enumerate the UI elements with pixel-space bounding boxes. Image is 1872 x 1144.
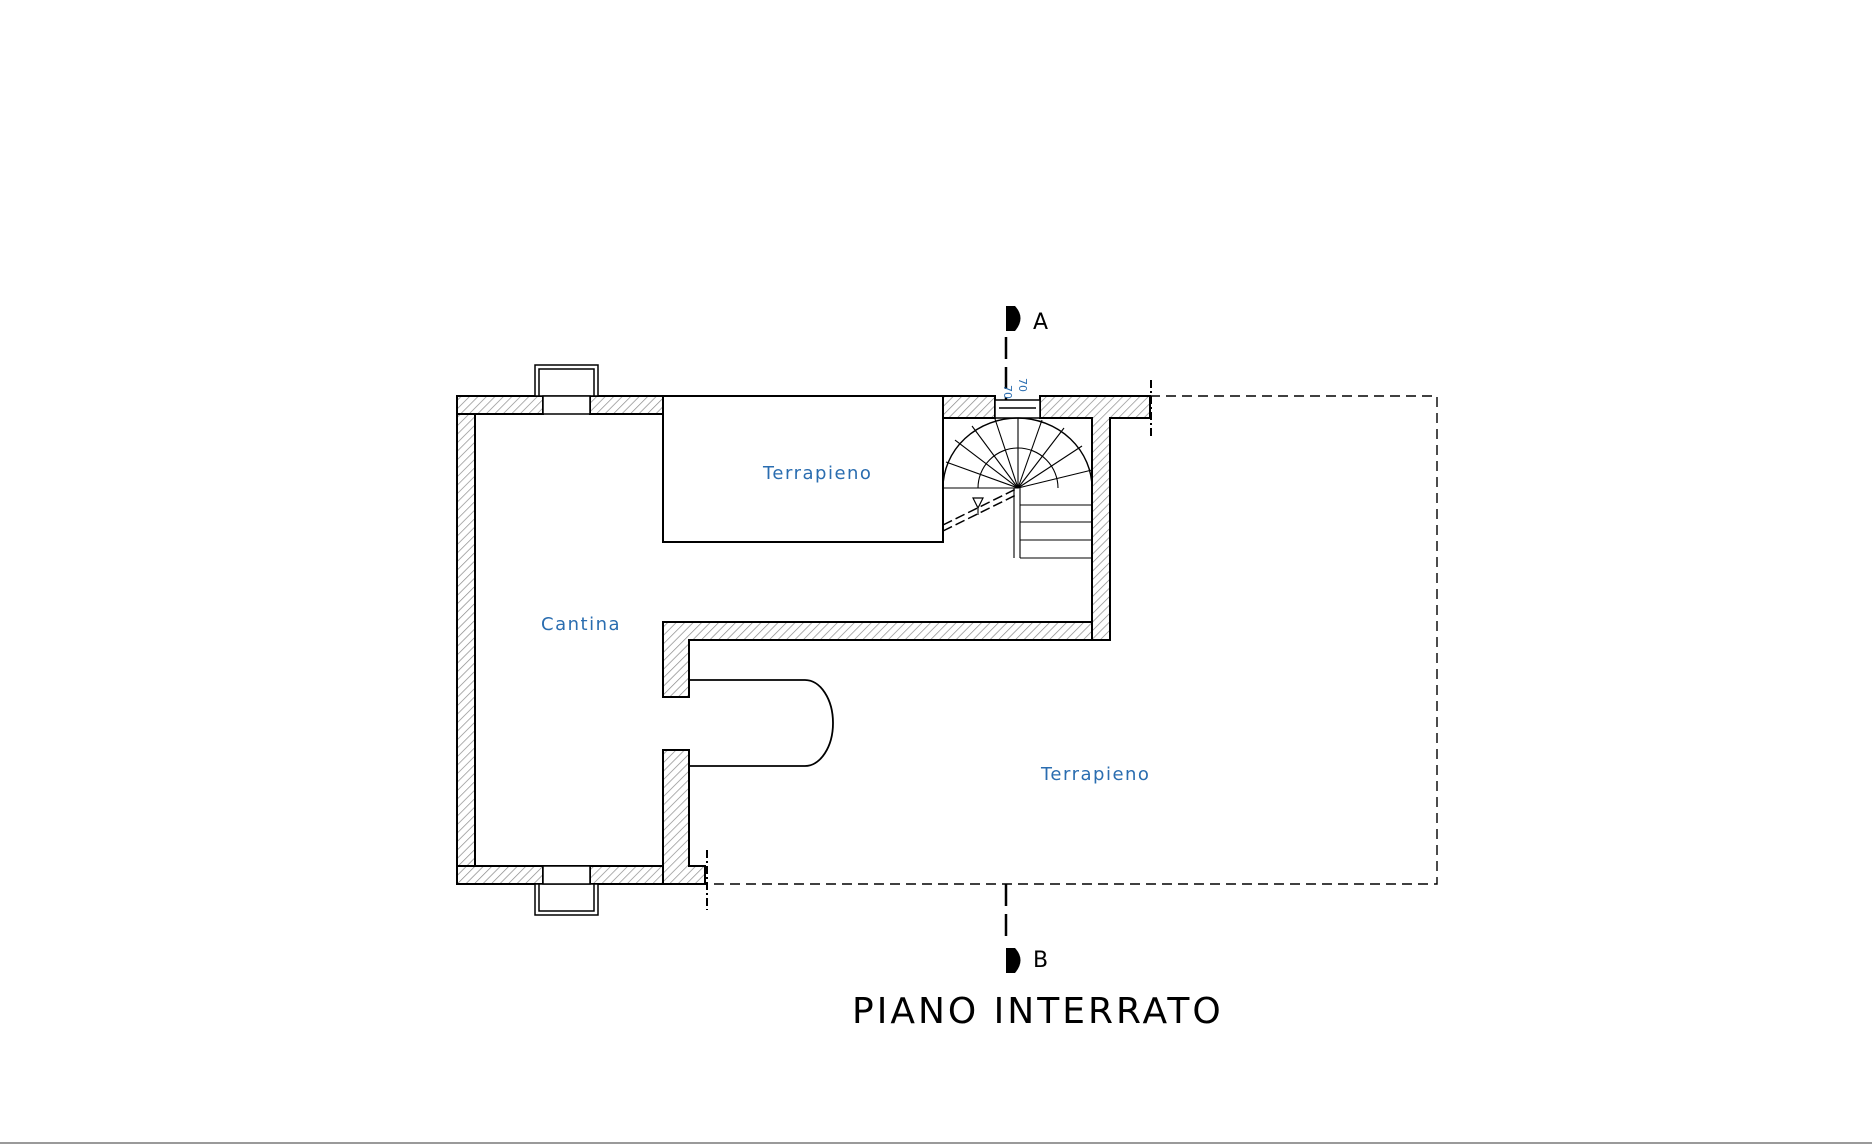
room-label-cantina: Cantina [541, 614, 621, 635]
stair-opening-frame [994, 399, 1041, 419]
frame-bottom-rule [0, 1142, 1872, 1144]
terrapieno-top-block [662, 395, 944, 543]
section-arrow-b [1006, 948, 1021, 973]
window-bottom [534, 865, 599, 916]
room-label-terrapieno-right: Terrapieno [1040, 764, 1150, 785]
section-label-b: B [1033, 948, 1048, 973]
wall-lower-spur [662, 749, 706, 885]
window-top [534, 364, 599, 415]
dimension-label-a: 70 [1001, 385, 1014, 399]
room-label-terrapieno-top: Terrapieno [762, 463, 872, 484]
spiral-staircase [942, 417, 1093, 559]
wall-bottom-left [456, 865, 544, 885]
wall-top-middle [589, 395, 664, 415]
apse-niche [689, 679, 834, 767]
wall-top-far-right [1039, 395, 1151, 641]
interior-outlines [474, 395, 1093, 867]
boundary-ticks [706, 380, 1152, 910]
section-markers [1006, 306, 1021, 973]
windows [534, 364, 1041, 916]
wall-top-right [942, 395, 996, 419]
wall-top-left [456, 395, 544, 415]
plan-title: PIANO INTERRATO [852, 991, 1224, 1032]
section-arrow-a [1006, 306, 1021, 331]
wall-corridor [662, 621, 1093, 698]
section-label-a: A [1033, 310, 1048, 335]
wall-bottom-middle [589, 865, 664, 885]
dimension-label-b: 70 [1016, 378, 1029, 392]
terrapieno-boundary [705, 395, 1438, 885]
wall-left [456, 396, 476, 885]
